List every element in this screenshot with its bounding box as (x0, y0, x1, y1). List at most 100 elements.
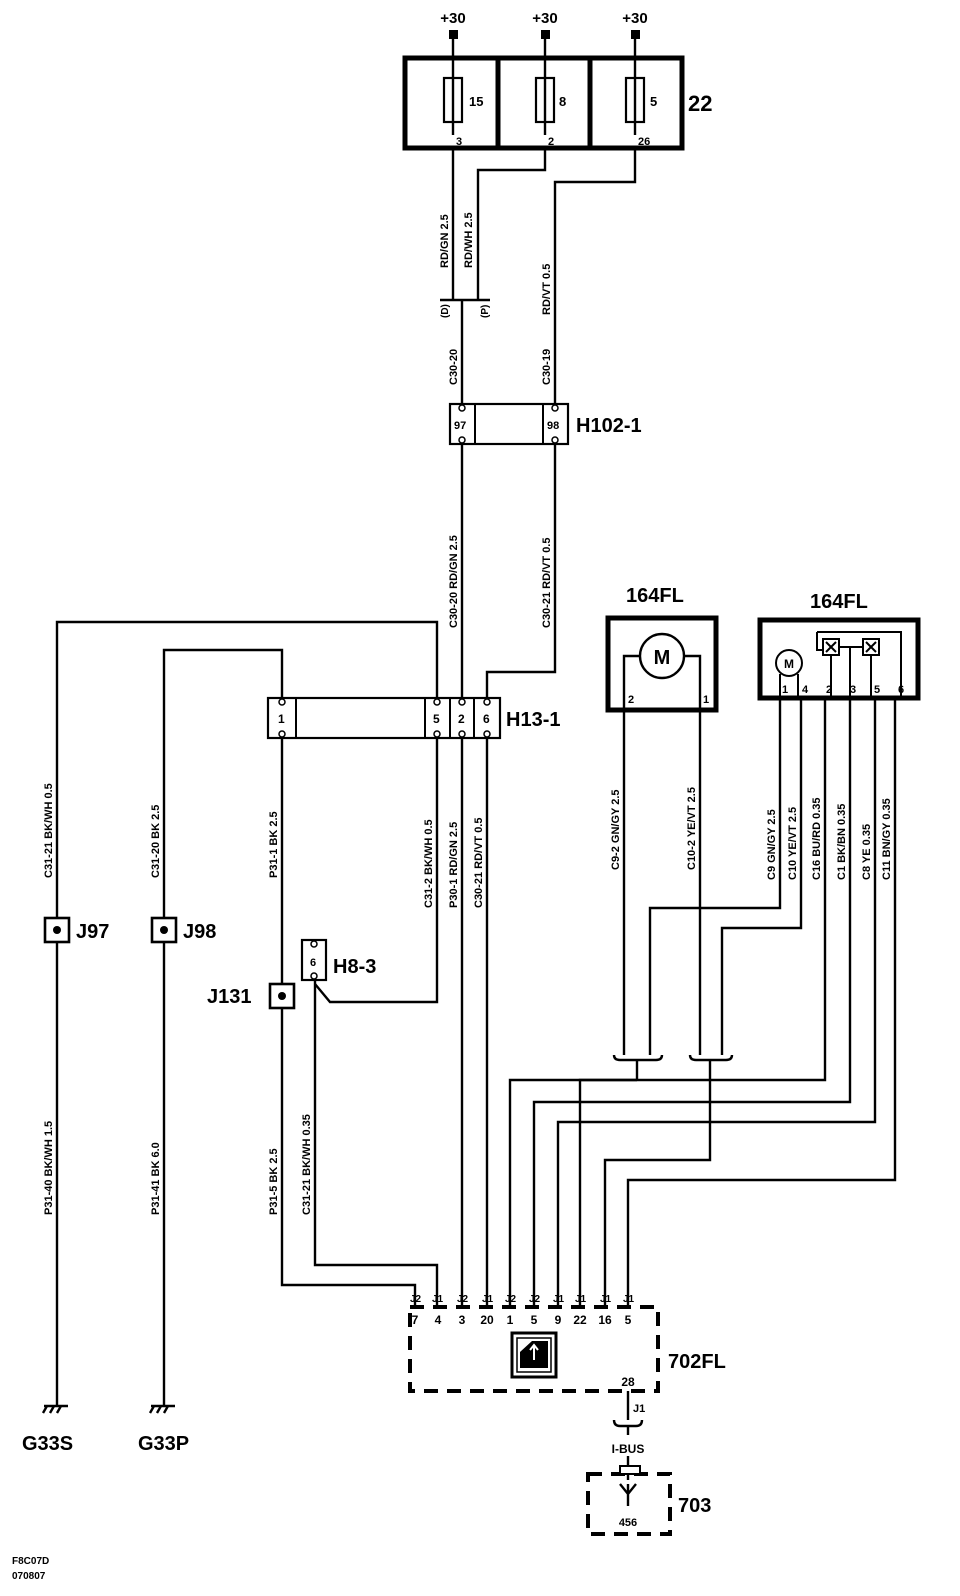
pin-label: 7 (412, 1313, 419, 1327)
motor-symbol: M (784, 657, 794, 671)
supply-label: +30 (622, 10, 647, 27)
antenna-icon (619, 1483, 637, 1506)
pin-label: 5 (625, 1313, 632, 1327)
wire-label: C16 BU/RD 0.35 (811, 797, 823, 880)
mid-wiring: C30-20 RD/GN 2.5 C30-21 RD/VT 0.5 (448, 444, 557, 698)
connector-label: J1 (432, 1294, 444, 1305)
circuit-label: C30-20 (448, 349, 460, 385)
wire-label: P31-1 BK 2.5 (268, 811, 280, 878)
pin-label: 16 (598, 1313, 612, 1327)
pin-label: 5 (531, 1313, 538, 1327)
fuse-number: 15 (469, 94, 483, 109)
wire-label: C31-21 BK/WH 0.35 (301, 1114, 313, 1215)
pin-label: 1 (703, 694, 709, 706)
ground-id: G33S (22, 1433, 73, 1455)
connector-label: J1 (482, 1294, 494, 1305)
circuit-label: C30-19 (541, 349, 553, 385)
splice-marker: (P) (480, 305, 491, 318)
footer-code: 070807 (12, 1571, 46, 1582)
pin-label: 6 (483, 712, 490, 726)
wire-label: C30-20 RD/GN 2.5 (448, 535, 460, 628)
pin-label: 1 (507, 1313, 514, 1327)
wire-label: C9 GN/GY 2.5 (766, 809, 778, 880)
junction-j98: J98 (150, 916, 216, 944)
ground-g33p: G33P (138, 1404, 189, 1455)
module-id: 702FL (668, 1351, 726, 1373)
wire-label: C31-21 BK/WH 0.5 (43, 783, 55, 878)
supply-label: +30 (440, 10, 465, 27)
connector-h13-1: 1 5 2 6 H13-1 (266, 696, 560, 740)
fuse-pin: 2 (548, 136, 554, 148)
motor-symbol: M (654, 647, 671, 669)
wire-label: C8 YE 0.35 (861, 824, 873, 880)
wire-label: C31-2 BK/WH 0.5 (423, 819, 435, 908)
junction-j131: J131 (207, 982, 296, 1010)
wire-label: RD/VT 0.5 (541, 264, 553, 315)
wire-label: P31-41 BK 6.0 (150, 1142, 162, 1215)
pin-label: 5 (874, 684, 880, 696)
pin-label: 4 (802, 684, 809, 696)
pin-label: 98 (547, 420, 559, 432)
component-id: 164FL (810, 591, 868, 613)
junction-id: J97 (76, 921, 109, 943)
junction-id: J98 (183, 921, 216, 943)
pin-label: 2 (458, 712, 465, 726)
pin-label: 3 (459, 1313, 466, 1327)
pin-label: 1 (782, 684, 788, 696)
pin-label: 97 (454, 420, 466, 432)
wire-label: RD/GN 2.5 (439, 214, 451, 268)
pin-label: 5 (433, 712, 440, 726)
wire-label: RD/WH 2.5 (463, 212, 475, 268)
module-702fl: J2 J1 J2 J1 J2 J2 J1 J1 J1 J1 7 4 3 20 1… (408, 1294, 726, 1480)
connector-label: J1 (623, 1294, 635, 1305)
connector-id: H8-3 (333, 956, 376, 978)
supply-label: +30 (532, 10, 557, 27)
window-switch-icon (510, 1331, 558, 1379)
wire-label: C10-2 YE/VT 2.5 (686, 787, 698, 870)
pin-label: 4 (435, 1313, 442, 1327)
pin-label: 2 (826, 684, 832, 696)
ground-id: G33P (138, 1433, 189, 1455)
bus-pin: 28 (621, 1375, 635, 1389)
pin-label: 3 (850, 684, 856, 696)
ground-g33s: G33S (22, 1404, 73, 1455)
connector-label: J2 (505, 1294, 517, 1305)
component-id: 164FL (626, 585, 684, 607)
connector-label: J2 (529, 1294, 541, 1305)
pin-label: 20 (480, 1313, 494, 1327)
top-wiring: RD/GN 2.5 RD/WH 2.5 RD/VT 0.5 (D) (P) C3… (439, 148, 637, 405)
lower-left-wiring: P31-40 BK/WH 1.5 P31-41 BK 6.0 P31-5 BK … (43, 942, 439, 1405)
pin-label: 6 (310, 957, 316, 969)
footer-code: F8C07D (12, 1556, 49, 1567)
wire-label: C1 BK/BN 0.35 (836, 804, 848, 880)
motor-wiring: C9-2 GN/GY 2.5 C10-2 YE/VT 2.5 C9 GN/GY … (508, 698, 897, 1305)
fuse-pin: 26 (638, 136, 650, 148)
wire-label: C9-2 GN/GY 2.5 (610, 790, 622, 871)
splice-marker: (D) (440, 304, 451, 318)
fuse-box-id: 22 (688, 91, 712, 116)
module-703: 456 703 (586, 1465, 711, 1536)
connector-label: J1 (600, 1294, 612, 1305)
fuse-number: 8 (559, 94, 566, 109)
wire-label: C10 YE/VT 2.5 (787, 807, 799, 880)
pin-label: 6 (898, 684, 904, 696)
wire-label: P31-40 BK/WH 1.5 (43, 1121, 55, 1215)
pin-label: 22 (573, 1313, 587, 1327)
motor-164fl-right: 164FL M 1 4 2 3 5 6 (757, 591, 921, 701)
connector-h102-1: 97 98 H102-1 (448, 402, 642, 446)
motor-164fl-left: 164FL M 2 1 (605, 585, 719, 713)
wire-label: P30-1 RD/GN 2.5 (448, 822, 460, 908)
connector-label: J2 (457, 1294, 469, 1305)
bus-connector: J1 (633, 1403, 645, 1415)
connector-id: H102-1 (576, 415, 642, 437)
wire-label: C30-21 RD/VT 0.5 (473, 818, 485, 908)
module-id: 703 (678, 1495, 711, 1517)
wire-label: C31-20 BK 2.5 (150, 805, 162, 878)
pin-label: 2 (628, 694, 634, 706)
pin-label: 9 (555, 1313, 562, 1327)
connector-label: J2 (410, 1294, 422, 1305)
connector-label: J1 (553, 1294, 565, 1305)
wire-label: C30-21 RD/VT 0.5 (541, 538, 553, 628)
pin-label: 456 (619, 1517, 637, 1529)
